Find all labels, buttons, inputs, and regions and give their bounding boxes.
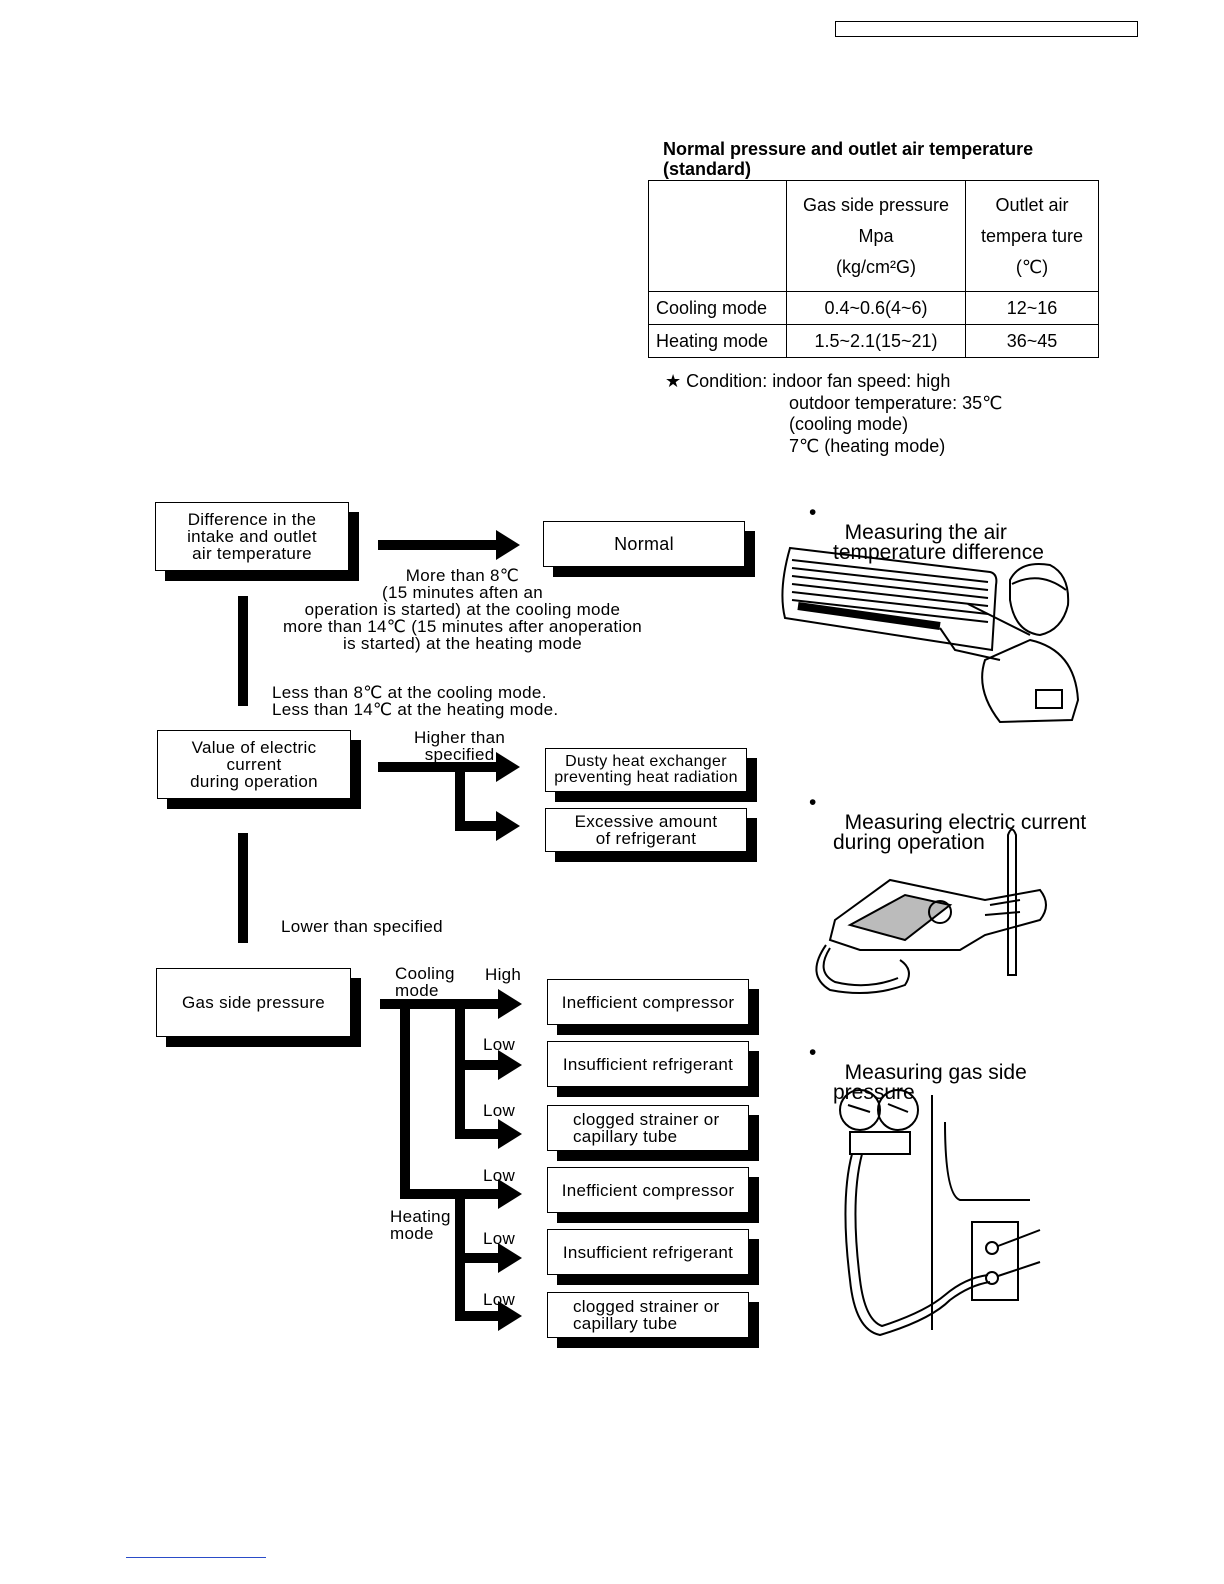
heating-mode-label: Heating mode (390, 1207, 451, 1243)
condition-line: 7℃ (heating mode) (789, 435, 946, 456)
box-gas-side-pressure: Gas side pressure (156, 968, 351, 1037)
box-label: Insufficient refrigerant (562, 1242, 734, 1262)
low-label: Low (483, 1101, 516, 1120)
clamp-meter-illustration (815, 828, 1047, 994)
low-label: Low (483, 1290, 516, 1309)
box-label: Dusty heat exchanger preventing heat rad… (554, 753, 738, 786)
box-normal: Normal (543, 521, 745, 567)
normal-condition-label: More than 8℃ (15 minutes aften an operat… (283, 566, 642, 653)
box-label: Difference in the intake and outlet air … (187, 510, 317, 563)
condition-note: ★ Condition: indoor fan speed: high outd… (665, 371, 1002, 457)
box-label: Value of electric current during operati… (190, 738, 318, 791)
high-label: High (485, 965, 522, 984)
caption-gas: • Measuring gas side pressure (809, 1042, 1027, 1104)
bullet-dot: • (809, 791, 817, 814)
box-electric-current: Value of electric current during operati… (157, 730, 351, 799)
table-header-temp: Outlet air tempera ture (℃) (965, 180, 1099, 292)
condition-line: ★ Condition: indoor fan speed: high (665, 371, 951, 391)
box-label: Gas side pressure (181, 993, 326, 1012)
table-title: Normal pressure and outlet air temperatu… (663, 139, 1034, 179)
box-temperature-difference: Difference in the intake and outlet air … (155, 502, 349, 571)
cooling-mode-label: Cooling mode (395, 964, 455, 1000)
box-result: clogged strainer or capillary tube (547, 1105, 749, 1151)
box-result: Insufficient refrigerant (547, 1041, 749, 1087)
bullet-dot: • (809, 501, 817, 524)
table-row: Cooling mode 0.4~0.6(4~6) 12~16 (648, 291, 1099, 325)
box-result: Inefficient compressor (547, 1167, 749, 1213)
condition-line: outdoor temperature: 35℃ (789, 392, 1003, 413)
table-header-row: Gas side pressure Mpa (kg/cm²G) Outlet a… (648, 180, 1099, 292)
table-row: Heating mode 1.5~2.1(15~21) 36~45 (648, 324, 1099, 358)
footer-link-line (126, 1557, 266, 1558)
air-conditioner-illustration (781, 546, 1080, 724)
box-dusty-heat-exchanger: Dusty heat exchanger preventing heat rad… (545, 748, 747, 792)
caption-current: • Measuring electric current during opera… (809, 792, 1087, 854)
low-label: Low (483, 1229, 516, 1248)
header-box (835, 21, 1138, 37)
manifold-gauge-illustration (839, 1089, 1041, 1337)
table-cell-mode: Heating mode (648, 324, 787, 358)
caption-air-temp: • Measuring the air temperature differenc… (809, 502, 1044, 564)
box-result: Insufficient refrigerant (547, 1229, 749, 1275)
table-cell-mode: Cooling mode (648, 291, 787, 325)
caption-text: Measuring the air temperature difference (833, 521, 1044, 564)
low-label: Low (483, 1166, 516, 1185)
spec-table: Gas side pressure Mpa (kg/cm²G) Outlet a… (648, 180, 1099, 358)
less-than-label: Less than 8℃ at the cooling mode. Less t… (272, 683, 559, 719)
box-label: Normal (614, 533, 674, 554)
lower-than-label: Lower than specified (281, 917, 443, 936)
box-result: Inefficient compressor (547, 979, 749, 1025)
caption-text: Measuring electric current during operat… (833, 811, 1087, 854)
table-cell-temp: 36~45 (965, 324, 1099, 358)
box-label: Inefficient compressor (561, 992, 735, 1012)
box-label: Inefficient compressor (561, 1180, 735, 1200)
box-excessive-refrigerant: Excessive amount of refrigerant (545, 808, 747, 852)
table-cell-pressure: 1.5~2.1(15~21) (786, 324, 966, 358)
box-label: clogged strainer or capillary tube (573, 1110, 720, 1146)
bullet-dot: • (809, 1041, 817, 1064)
higher-than-label: Higher than specified (414, 728, 506, 764)
low-label: Low (483, 1035, 516, 1054)
box-label: Excessive amount of refrigerant (574, 812, 718, 848)
box-result: clogged strainer or capillary tube (547, 1292, 749, 1338)
box-label: Insufficient refrigerant (562, 1054, 734, 1074)
caption-text: Measuring gas side pressure (833, 1061, 1027, 1104)
box-label: clogged strainer or capillary tube (573, 1297, 720, 1333)
table-cell-temp: 12~16 (965, 291, 1099, 325)
table-header-pressure: Gas side pressure Mpa (kg/cm²G) (786, 180, 966, 292)
condition-line: (cooling mode) (789, 414, 909, 434)
